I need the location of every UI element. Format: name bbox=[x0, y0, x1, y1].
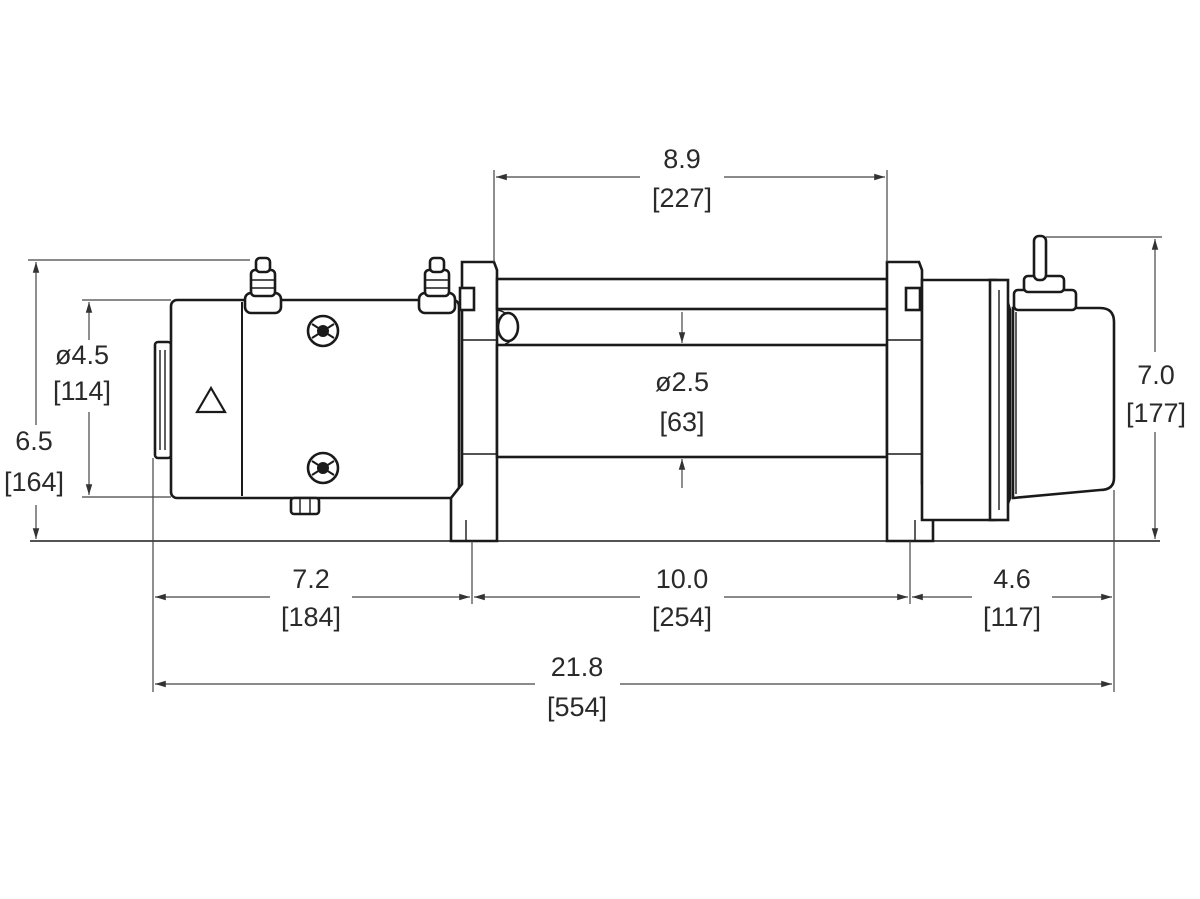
dim-drum-length: 10.0 [254] bbox=[652, 564, 712, 632]
dim-height-left-metric: [164] bbox=[4, 467, 64, 497]
dimension-lines bbox=[28, 170, 1162, 692]
motor-end-cap bbox=[153, 340, 173, 460]
dim-gearbox-length-metric: [117] bbox=[983, 602, 1041, 632]
dim-top-span: 8.9 [227] bbox=[652, 144, 712, 213]
dim-overall-length-value: 21.8 bbox=[551, 652, 604, 682]
dim-height-right-value: 7.0 bbox=[1137, 360, 1175, 390]
dim-base-to-motor-top: 6.5 [164] bbox=[4, 426, 64, 497]
dim-top-span-value: 8.9 bbox=[663, 144, 701, 174]
motor bbox=[169, 256, 461, 516]
clutch-lever bbox=[1012, 234, 1078, 312]
dim-motor-dia: ø4.5 [114] bbox=[53, 340, 111, 406]
dim-motor-length-metric: [184] bbox=[281, 602, 341, 632]
dim-motor-dia-metric: [114] bbox=[53, 376, 111, 406]
dim-gearbox-length: 4.6 [117] bbox=[983, 564, 1041, 632]
dim-drum-dia-value: ø2.5 bbox=[655, 367, 709, 397]
dim-drum-length-metric: [254] bbox=[652, 602, 712, 632]
dim-drum-dia-metric: [63] bbox=[659, 407, 704, 437]
dim-overall-height: 7.0 [177] bbox=[1126, 360, 1186, 428]
winch-body bbox=[30, 234, 1160, 543]
left-drum-support bbox=[449, 260, 499, 543]
warning-triangle-icon bbox=[195, 385, 227, 414]
dim-height-left-value: 6.5 bbox=[15, 426, 53, 456]
dim-drum-dia: ø2.5 [63] bbox=[655, 367, 709, 437]
terminal-post-left bbox=[243, 256, 283, 315]
dim-height-right-metric: [177] bbox=[1126, 398, 1186, 428]
dim-top-span-metric: [227] bbox=[652, 183, 712, 213]
dim-motor-dia-value: ø4.5 bbox=[55, 340, 109, 370]
dim-motor-length: 7.2 [184] bbox=[281, 564, 341, 632]
motor-screw-bottom bbox=[306, 451, 340, 485]
motor-bottom-bolt bbox=[289, 496, 321, 516]
motor-screw-top bbox=[306, 314, 340, 348]
terminal-post-right bbox=[417, 256, 457, 315]
dim-drum-length-value: 10.0 bbox=[656, 564, 709, 594]
gearbox bbox=[920, 234, 1116, 522]
dim-motor-length-value: 7.2 bbox=[292, 564, 330, 594]
dim-overall-length-metric: [554] bbox=[547, 692, 607, 722]
drum-assembly bbox=[495, 277, 889, 459]
dim-overall-length: 21.8 [554] bbox=[547, 652, 607, 722]
dim-gearbox-length-value: 4.6 bbox=[993, 564, 1031, 594]
